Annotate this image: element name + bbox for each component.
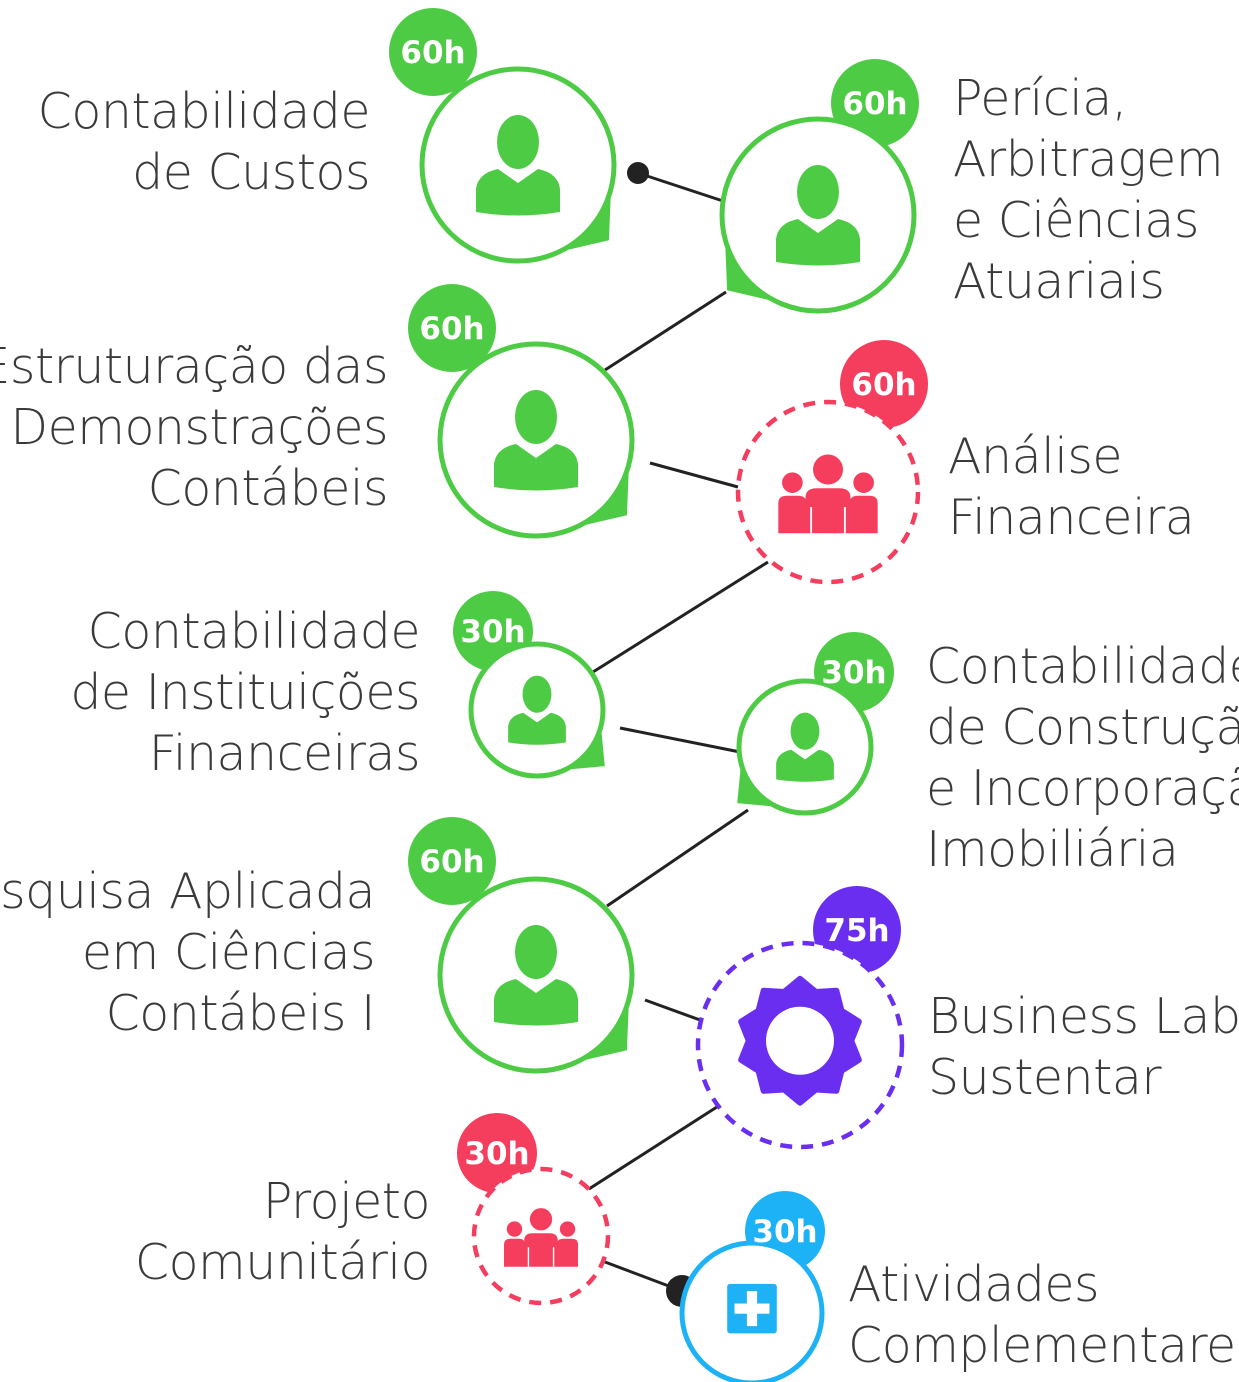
node-label-line: Demonstrações <box>10 399 388 456</box>
node-label-line: Atividades <box>848 1256 1099 1313</box>
hours-label: 75h <box>824 913 889 949</box>
person-icon <box>776 165 860 266</box>
hours-label: 30h <box>460 614 525 650</box>
node-label-line: Pesquisa Aplicada <box>0 863 375 920</box>
connector-line <box>637 171 727 204</box>
node-label-line: Sustentar <box>928 1049 1162 1106</box>
person-icon <box>508 675 566 745</box>
person-icon <box>494 925 578 1026</box>
hours-label: 60h <box>419 311 484 347</box>
node-label-line: Contabilidade <box>38 83 370 140</box>
node-label-line: Comunitário <box>135 1234 430 1291</box>
group-icon <box>778 454 878 534</box>
hours-label: 60h <box>851 367 916 403</box>
connector-lines <box>577 162 769 1307</box>
hours-badge <box>457 1113 537 1193</box>
connector-line <box>606 808 749 908</box>
node-label-line: Arbitragem <box>953 131 1223 188</box>
hours-label: 30h <box>821 655 886 691</box>
connector-dot <box>627 162 649 184</box>
node-label-line: de Construção <box>926 699 1239 756</box>
hours-label: 60h <box>842 86 907 122</box>
node-label-line: Imobiliária <box>926 821 1178 878</box>
node-label-line: de Instituições <box>70 664 420 721</box>
group-icon <box>504 1208 578 1267</box>
node-label-line: de Custos <box>132 144 370 201</box>
node-label-line: Financeiras <box>149 725 420 782</box>
node-label-line: Complementares <box>848 1317 1239 1374</box>
node-label-line: Estruturação das <box>0 338 388 395</box>
person-icon <box>494 390 578 491</box>
node-label-line: Contabilidade <box>88 603 420 660</box>
node-label-line: Contábeis I <box>106 985 375 1042</box>
node-label-line: Análise <box>948 428 1122 485</box>
node-label: Business Lab -Sustentar <box>928 988 1239 1106</box>
node-label-line: Projeto <box>263 1173 430 1230</box>
node-label-line: e Ciências <box>953 192 1199 249</box>
node-label-line: Perícia, <box>953 70 1127 127</box>
person-icon <box>776 712 834 782</box>
hours-label: 30h <box>752 1214 817 1250</box>
hours-badge <box>408 817 496 905</box>
hours-label: 60h <box>400 35 465 71</box>
node-label-line: Business Lab - <box>928 988 1239 1045</box>
hours-label: 60h <box>419 844 484 880</box>
plus-icon <box>727 1283 777 1334</box>
hours-badge <box>840 340 928 428</box>
connector-line <box>592 560 769 674</box>
hours-label: 30h <box>464 1136 529 1172</box>
node-label-line: e Incorporação <box>926 760 1239 817</box>
node-label-line: Contabilidade <box>926 638 1239 695</box>
connector-line <box>619 726 741 754</box>
person-icon <box>476 115 560 216</box>
node-label-line: Contábeis <box>148 460 388 517</box>
node-label-line: Financeira <box>948 489 1194 546</box>
badge-icon <box>738 975 862 1106</box>
connector-line <box>649 461 739 489</box>
node-label-line: em Ciências <box>82 924 375 981</box>
node-label-line: Atuariais <box>953 253 1164 310</box>
connector-line <box>644 998 701 1022</box>
hours-badge <box>408 284 496 372</box>
hours-badge <box>389 8 477 96</box>
connector-line <box>604 290 727 372</box>
connector-line <box>577 1103 721 1198</box>
